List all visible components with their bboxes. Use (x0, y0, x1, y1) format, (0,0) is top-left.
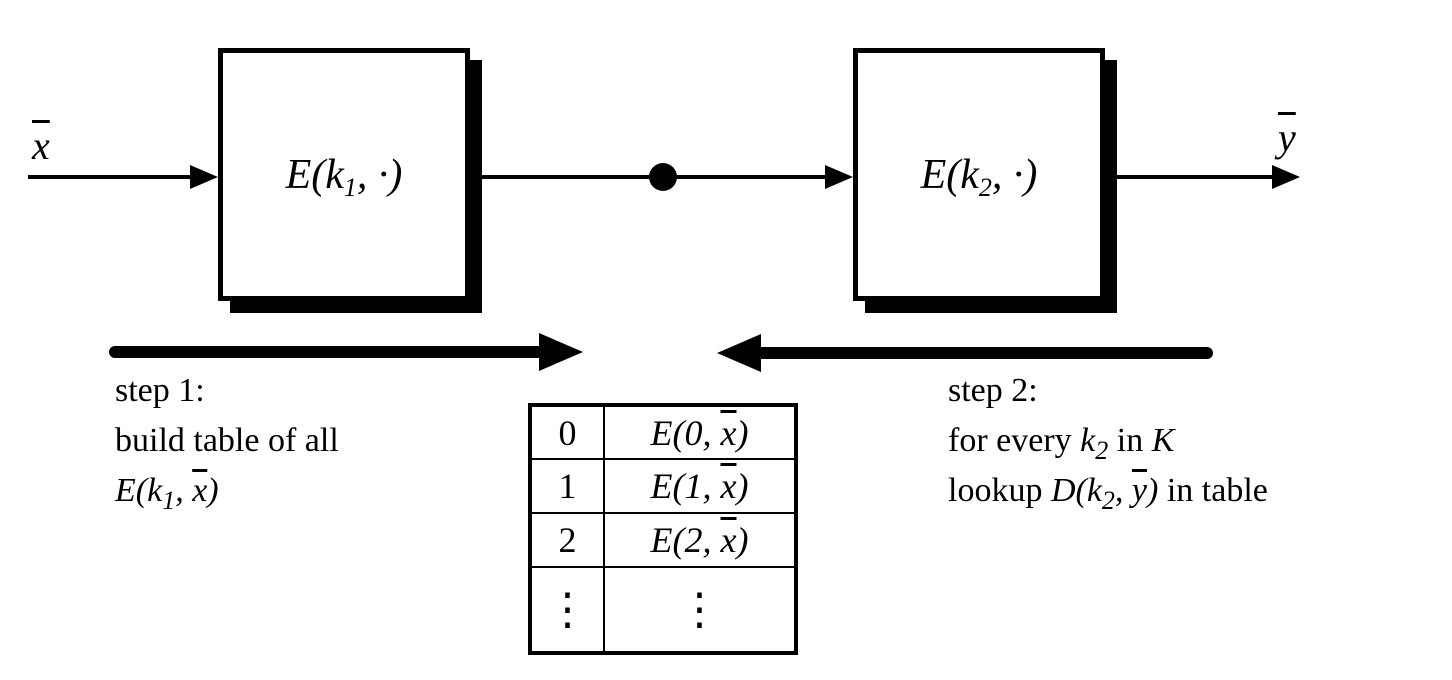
lookup-table: 0 E(0, x) 1 E(1, x) 2 E(2, x) ⋮ ⋮ (528, 403, 798, 655)
table-key-cell: 0 (529, 404, 605, 460)
table-key-cell: ⋮ (529, 566, 605, 654)
step1-arrowhead-icon (539, 333, 583, 371)
x-bar-symbol: x (32, 123, 50, 168)
step2-arrowhead-icon (717, 334, 761, 372)
table-row: 0 E(0, x) (529, 404, 797, 460)
input-label: x (32, 122, 50, 169)
output-label: y (1278, 114, 1296, 161)
step1-formula: E(k1, x) (115, 472, 219, 515)
table-value-cell: ⋮ (603, 566, 797, 654)
table-row: 2 E(2, x) (529, 512, 797, 568)
encryption-box-1-label: E(k1, ·) (285, 151, 403, 202)
step2-annotation: step 2: for every k2 in K lookup D(k2, y… (948, 366, 1268, 516)
keyspace-symbol: K (1151, 422, 1175, 459)
step2-description: for every k2 in K (948, 422, 1175, 465)
table-key-cell: 1 (529, 458, 605, 514)
table-row-ellipsis: ⋮ ⋮ (529, 566, 797, 654)
step1-annotation: step 1: build table of all E(k1, x) (115, 366, 339, 516)
input-arrowhead-icon (190, 165, 218, 189)
junction-dot (649, 163, 677, 191)
step1-description: build table of all (115, 422, 339, 459)
middle-arrowhead-icon (825, 165, 853, 189)
step1-title: step 1: (115, 372, 205, 409)
table-key-cell: 2 (529, 512, 605, 568)
table-row: 1 E(1, x) (529, 458, 797, 514)
step2-formula: lookup D(k2, y) in table (948, 472, 1268, 515)
table-value-cell: E(2, x) (603, 512, 797, 568)
step2-title: step 2: (948, 372, 1038, 409)
encryption-box-2: E(k2, ·) (853, 48, 1105, 301)
encryption-box-2-label: E(k2, ·) (920, 151, 1038, 202)
encryption-box-1: E(k1, ·) (218, 48, 470, 301)
y-bar-symbol: y (1278, 115, 1296, 160)
table-value-cell: E(0, x) (603, 404, 797, 460)
output-arrowhead-icon (1272, 165, 1300, 189)
table-value-cell: E(1, x) (603, 458, 797, 514)
